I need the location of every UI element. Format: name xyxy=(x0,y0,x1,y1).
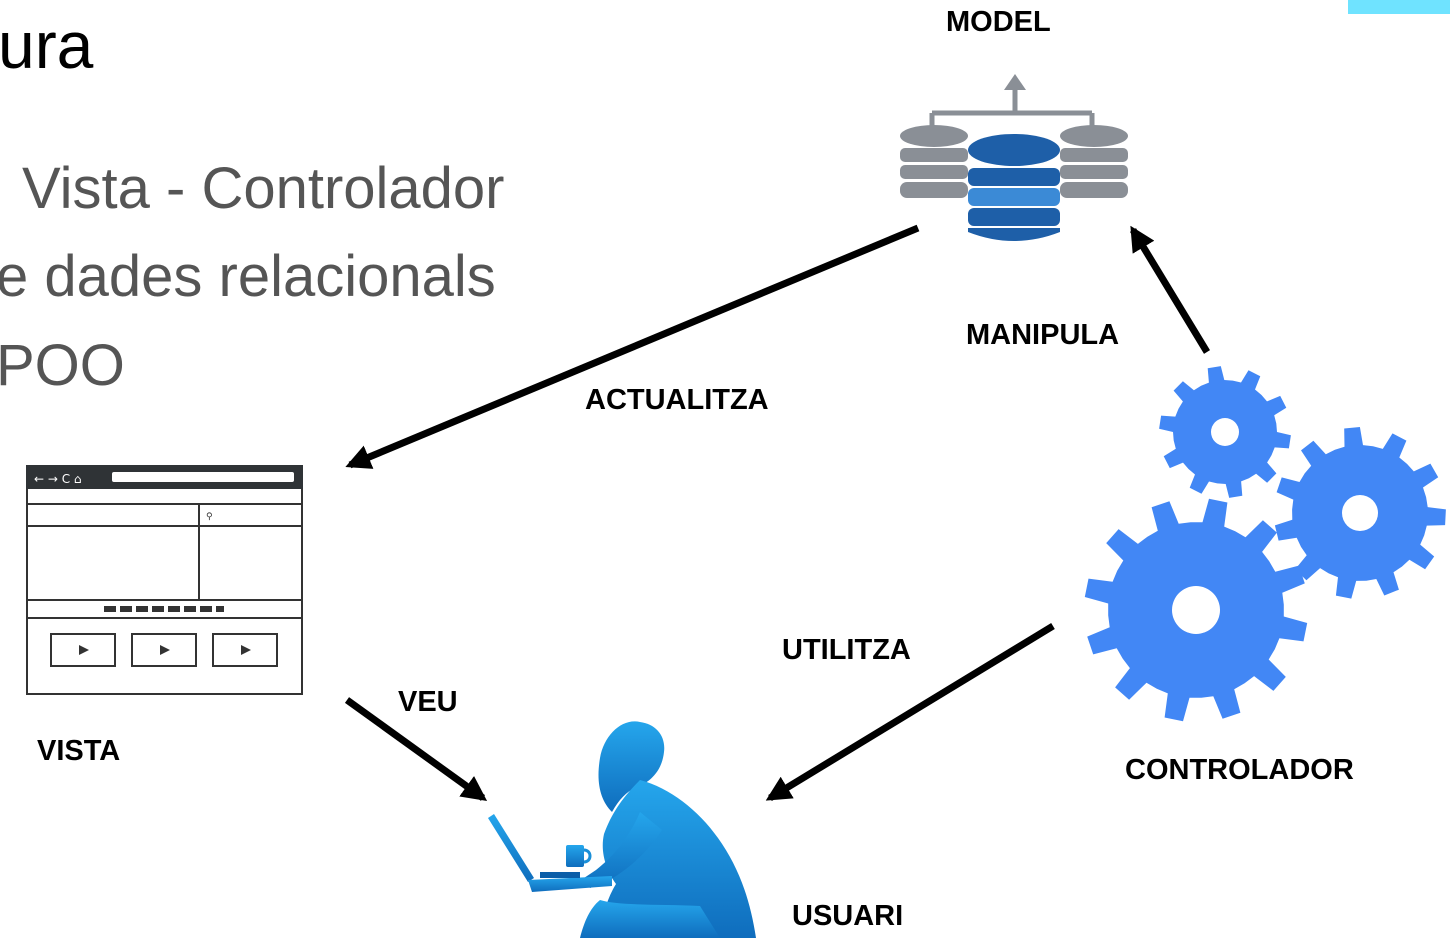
accent-tab xyxy=(1348,0,1450,14)
browser-wireframe-icon: ← → C ⌂ ⚲ xyxy=(26,465,303,695)
vista-label: VISTA xyxy=(37,735,121,767)
slide-title: ura xyxy=(0,8,94,82)
gear-hole-1 xyxy=(1211,418,1239,446)
svg-text:← → C ⌂: ← → C ⌂ xyxy=(34,472,82,486)
svg-text:⚲: ⚲ xyxy=(206,512,213,522)
utilitza-label: UTILITZA xyxy=(782,634,911,666)
actualitza-label: ACTUALITZA xyxy=(585,384,769,416)
arrow-controlador-to-model xyxy=(1130,225,1210,354)
manipula-label: MANIPULA xyxy=(966,319,1120,351)
usuari-label: USUARI xyxy=(792,900,904,932)
arrow-model-to-vista xyxy=(345,224,920,469)
gear-hole-3 xyxy=(1172,586,1220,634)
bullet-2: e dades relacionals xyxy=(0,244,496,309)
bullet-3: POO xyxy=(0,333,125,398)
gear-hole-2 xyxy=(1342,495,1378,531)
bullet-1: Vista - Controlador xyxy=(22,156,505,221)
controlador-label: CONTROLADOR xyxy=(1125,754,1354,786)
gears-icon xyxy=(1084,366,1446,722)
database-icon xyxy=(900,74,1128,241)
user-laptop-icon xyxy=(488,721,756,938)
veu-label: VEU xyxy=(398,686,458,718)
model-label: MODEL xyxy=(946,6,1051,38)
arrow-vista-to-usuari xyxy=(344,697,488,801)
arrow-controlador-to-usuari xyxy=(765,623,1055,801)
